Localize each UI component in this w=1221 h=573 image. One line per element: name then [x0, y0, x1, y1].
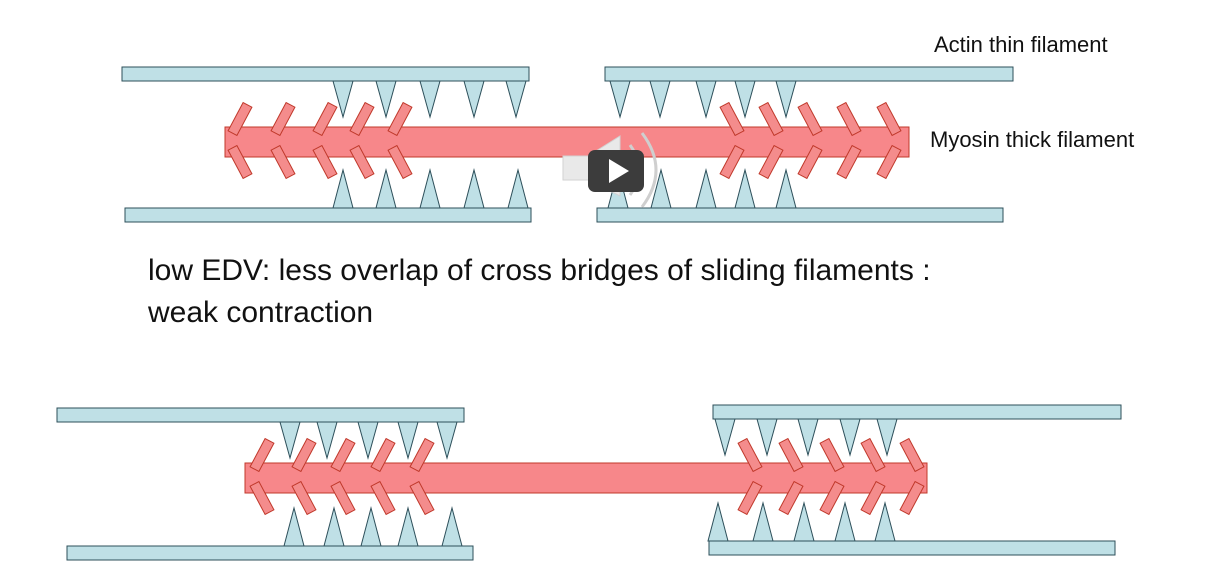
myosin-head — [778, 480, 804, 516]
actin-filament-label: Actin thin filament — [934, 32, 1108, 57]
actin-spike — [505, 80, 527, 119]
actin-spike — [876, 418, 898, 457]
myosin-head — [797, 101, 823, 137]
myosin-head — [819, 437, 845, 473]
actin-spike — [419, 168, 441, 209]
actin-filament — [124, 207, 532, 223]
actin-spike — [734, 80, 756, 119]
myosin-head — [860, 437, 886, 473]
actin-filament — [56, 407, 465, 423]
actin-spike — [316, 421, 338, 460]
caption-line-1: low EDV: less overlap of cross bridges o… — [148, 254, 931, 287]
myosin-head — [249, 480, 275, 516]
actin-spike — [375, 80, 397, 119]
myosin-head — [312, 101, 338, 137]
caption: low EDV: less overlap of cross bridges o… — [148, 250, 931, 334]
myosin-head — [876, 101, 902, 137]
myosin-head — [778, 437, 804, 473]
actin-spike — [332, 80, 354, 119]
myosin-head — [409, 437, 435, 473]
myosin-head — [330, 437, 356, 473]
actin-spike — [797, 418, 819, 457]
myosin-head — [797, 144, 823, 180]
actin-filament — [708, 540, 1116, 556]
myosin-head — [312, 144, 338, 180]
caption-line-2: weak contraction — [148, 296, 374, 329]
actin-spike — [332, 168, 354, 209]
speaker-play-icon[interactable] — [562, 132, 658, 208]
myosin-head — [270, 144, 296, 180]
myosin-head — [387, 101, 413, 137]
actin-filament — [121, 66, 530, 82]
myosin-head — [291, 437, 317, 473]
actin-spike — [695, 168, 717, 209]
actin-spike — [279, 421, 301, 460]
myosin-head — [387, 144, 413, 180]
myosin-head — [349, 101, 375, 137]
myosin-head — [737, 480, 763, 516]
actin-spike — [775, 168, 797, 209]
myosin-filament — [244, 462, 928, 494]
myosin-head — [370, 437, 396, 473]
actin-spike — [793, 501, 815, 542]
actin-spike — [463, 168, 485, 209]
actin-filament — [596, 207, 1004, 223]
myosin-head — [719, 101, 745, 137]
myosin-head — [409, 480, 435, 516]
actin-spike — [419, 80, 441, 119]
myosin-head — [291, 480, 317, 516]
myosin-head — [227, 101, 253, 137]
actin-spike — [707, 501, 729, 542]
myosin-head — [899, 437, 925, 473]
myosin-filament-label: Myosin thick filament — [930, 127, 1135, 152]
actin-spike — [775, 80, 797, 119]
myosin-head — [370, 480, 396, 516]
myosin-head — [758, 144, 784, 180]
actin-spike — [649, 80, 671, 119]
myosin-head — [860, 480, 886, 516]
actin-spike — [650, 168, 672, 209]
myosin-head — [876, 144, 902, 180]
actin-filament — [66, 545, 474, 561]
myosin-head — [330, 480, 356, 516]
actin-spike — [695, 80, 717, 119]
actin-spike — [839, 418, 861, 457]
actin-spike — [360, 506, 382, 547]
actin-spike — [397, 506, 419, 547]
actin-spike — [752, 501, 774, 542]
myosin-head — [899, 480, 925, 516]
actin-spike — [756, 418, 778, 457]
myosin-head — [758, 101, 784, 137]
actin-spike — [357, 421, 379, 460]
myosin-head — [819, 480, 845, 516]
myosin-head — [737, 437, 763, 473]
actin-filament — [712, 404, 1122, 420]
actin-spike — [609, 80, 631, 119]
actin-spike — [463, 80, 485, 119]
myosin-head — [349, 144, 375, 180]
actin-spike — [714, 418, 736, 457]
actin-spike — [375, 168, 397, 209]
myosin-head — [270, 101, 296, 137]
myosin-head — [836, 144, 862, 180]
myosin-head — [719, 144, 745, 180]
actin-spike — [441, 506, 463, 547]
myosin-head — [227, 144, 253, 180]
actin-spike — [323, 506, 345, 547]
actin-spike — [283, 506, 305, 547]
actin-spike — [436, 421, 458, 460]
actin-spike — [734, 168, 756, 209]
actin-spike — [834, 501, 856, 542]
actin-filament — [604, 66, 1014, 82]
actin-spike — [874, 501, 896, 542]
actin-spike — [507, 168, 529, 209]
myosin-head — [249, 437, 275, 473]
myosin-filament — [224, 126, 910, 158]
myosin-head — [836, 101, 862, 137]
actin-spike — [397, 421, 419, 460]
